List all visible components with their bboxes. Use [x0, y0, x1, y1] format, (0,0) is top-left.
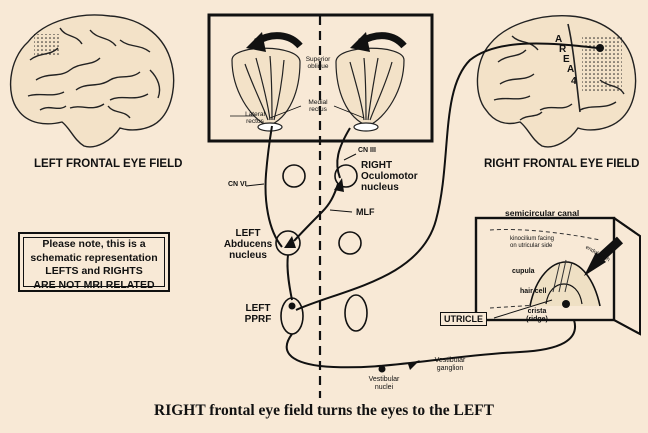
right-oculomotor-line2: Oculomotor: [361, 171, 418, 182]
crista-line1: crista: [527, 308, 547, 315]
left-oculomotor-circle: [282, 164, 306, 188]
mlf-arrowhead: [334, 178, 344, 192]
abducens-arrowhead: [284, 236, 296, 248]
right-rotation-arrowhead: [350, 32, 370, 52]
cupula-label: cupula: [512, 268, 535, 275]
left-abducens-line2: Abducens: [223, 239, 273, 250]
right-eye-illustration: [335, 47, 405, 132]
disclaimer-note-inner-border: [23, 237, 165, 287]
mlf-label: MLF: [356, 207, 375, 217]
vestibular-ganglion-line2: ganglion: [436, 365, 464, 372]
right-oculomotor-circle: [334, 164, 358, 188]
vestibular-nuclei-line1: Vestibular: [368, 376, 400, 383]
vestibular-ganglion-line1: Vestibular: [434, 357, 466, 364]
area4-number: 4: [571, 76, 577, 87]
left-abducens-line3: nucleus: [229, 250, 267, 261]
pathways: [264, 42, 599, 369]
vestibular-nuclei-label: Vestibular nuclei: [364, 376, 404, 392]
kinocilium-label: kinocilium facing on utricular side: [510, 236, 554, 250]
area4-letter-r: R: [559, 44, 567, 55]
left-pprf-label: LEFT PPRF: [238, 303, 278, 325]
medial-rectus-label: Medial rectus: [308, 99, 328, 113]
right-oculomotor-line1: RIGHT: [361, 160, 393, 171]
crista-line2: (ridge): [526, 316, 548, 323]
right-abducens-circle: [338, 231, 362, 255]
right-oculomotor-label: RIGHT Oculomotor nucleus: [361, 160, 418, 193]
right-frontal-eye-field-label: RIGHT FRONTAL EYE FIELD: [484, 158, 640, 170]
left-abducens-label: LEFT Abducens nucleus: [222, 228, 274, 261]
utricle-box: UTRICLE: [440, 312, 487, 326]
figure-caption: RIGHT frontal eye field turns the eyes t…: [154, 402, 494, 419]
note-line-2: schematic representation: [30, 251, 158, 264]
vestibular-arrowhead: [408, 360, 420, 370]
hair-cell-label: hair cell: [520, 288, 547, 295]
left-frontal-eye-field-label: LEFT FRONTAL EYE FIELD: [34, 158, 183, 170]
cn-vi-label: CN VI: [228, 181, 247, 188]
cn-iii-label: CN III: [358, 147, 376, 154]
pathway-node-vestibular-nuclei: [378, 365, 386, 373]
disclaimer-note-box: Please note, this is a schematic represe…: [18, 232, 170, 292]
note-line-3: LEFTS and RIGHTS: [45, 265, 143, 277]
left-rotation-arrowhead: [246, 32, 266, 52]
right-pprf-ellipse: [344, 294, 368, 332]
left-pprf-line2: PPRF: [244, 314, 272, 325]
left-abducens-line1: LEFT: [235, 228, 261, 239]
left-pprf-line1: LEFT: [245, 303, 271, 314]
semicircular-canal-label: semicircular canal: [505, 208, 580, 218]
note-line-4: ARE NOT MRI RELATED: [33, 278, 155, 291]
kinocilium-line2: on utricular side: [510, 243, 553, 249]
lateral-rectus-label: Lateral rectus: [245, 111, 265, 125]
right-oculomotor-line3: nucleus: [361, 182, 399, 193]
area4-letter-a2: A: [567, 64, 575, 75]
eyes-box: [207, 13, 434, 143]
semicircular-canal-inset: [474, 216, 641, 336]
superior-oblique-label: Superior oblique: [305, 56, 331, 70]
kinocilium-line1: kinocilium facing: [510, 236, 555, 242]
vestibular-ganglion-label: Vestibular ganglion: [428, 357, 472, 373]
area4-letter-a1: A: [555, 34, 563, 45]
vestibular-nuclei-line2: nuclei: [374, 384, 394, 391]
note-line-1: Please note, this is a: [42, 238, 146, 250]
area4-letter-e: E: [563, 54, 570, 65]
left-brain-illustration: [9, 14, 175, 148]
crista-label: crista (ridge): [524, 308, 550, 324]
pathway-node-pprf: [288, 302, 296, 310]
